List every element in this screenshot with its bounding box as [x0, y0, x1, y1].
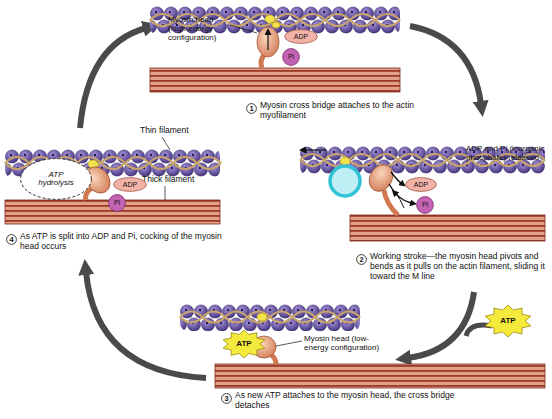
process-ellipse: ATP hydrolysis — [20, 158, 92, 200]
node-shape — [109, 195, 126, 212]
node-text: ADP — [294, 33, 308, 40]
dashed-ellipse — [21, 159, 92, 200]
adp-oval: ADP — [405, 177, 437, 192]
troponin — [340, 157, 350, 165]
node-shape — [247, 104, 257, 114]
node-shape — [283, 49, 300, 66]
node-text: ATP hydrolysis — [20, 171, 92, 188]
adp-oval: ADP — [113, 177, 147, 192]
cycle-arrow — [80, 28, 146, 128]
node-text: Pi — [288, 53, 294, 60]
step-caption: Myosin cross bridge attaches to the acti… — [260, 101, 432, 121]
circle-node: Pi — [416, 196, 434, 214]
callout-number: 4 — [9, 236, 13, 244]
node-text: Pi — [422, 201, 428, 208]
thick-filament — [150, 68, 400, 92]
thick-filament — [350, 215, 545, 241]
tropomyosin-strand — [180, 312, 360, 323]
part-label: ADP and Pi (inorganic phosphate) release… — [466, 144, 548, 162]
callout-number: 3 — [224, 395, 228, 403]
cycle-arrow — [410, 26, 481, 104]
step-caption: Working stroke—the myosin head pivots an… — [370, 252, 550, 281]
callout-number: 2 — [359, 256, 363, 264]
actin-beads — [180, 303, 360, 331]
adp-oval: ADP — [284, 29, 318, 44]
node-shape — [222, 394, 232, 404]
node-shape — [7, 235, 17, 245]
atp-star — [223, 330, 265, 358]
step-caption: As ATP is split into ADP and Pi, cocking… — [20, 232, 225, 252]
circle-node: 3 — [221, 393, 232, 404]
highlight-circle — [330, 166, 360, 196]
circle-node: Pi — [108, 194, 126, 212]
node-text: ATP — [500, 317, 515, 325]
node-shape — [406, 178, 437, 192]
atp-burst: ATP — [484, 305, 532, 337]
circle-node: Pi — [282, 48, 300, 66]
atp-burst: ATP — [222, 330, 266, 358]
leader-line — [230, 25, 257, 33]
pivot-arrow — [396, 194, 404, 208]
troponin — [257, 313, 267, 321]
leader-line — [162, 137, 170, 150]
circle-node: 4 — [6, 234, 17, 245]
sliding-arrow — [305, 149, 326, 150]
callout-number: 1 — [249, 105, 253, 113]
thin-filament — [180, 303, 360, 331]
node-text: Pi — [114, 199, 120, 206]
leader-line — [276, 341, 302, 346]
atp-star — [485, 305, 531, 337]
cycle-arrow — [408, 292, 474, 358]
thick-filament — [215, 364, 545, 388]
troponin — [265, 15, 275, 23]
step-caption: As new ATP attaches to the myosin head, … — [235, 391, 467, 411]
node-text: ADP — [123, 181, 137, 188]
release-arrow — [391, 172, 401, 183]
part-label: Thick filament — [142, 175, 222, 185]
node-text: ADP — [414, 181, 428, 188]
pivot-arrow — [267, 34, 268, 50]
myosin-head — [257, 27, 279, 57]
leader-line — [165, 186, 166, 200]
circle-node: 1 — [246, 103, 257, 114]
troponin — [272, 22, 280, 28]
part-label: Myosin head (high-energy configuration) — [168, 15, 230, 43]
part-label: Thin filament — [140, 126, 220, 136]
tropomyosin-strand — [180, 312, 360, 323]
node-shape — [357, 255, 367, 265]
node-shape — [114, 178, 147, 192]
node-text: ATP — [236, 340, 251, 348]
part-label: Myosin head (low-energy configuration) — [304, 334, 388, 352]
circle-node: 2 — [356, 254, 367, 265]
node-shape — [417, 197, 434, 214]
node-shape — [285, 30, 318, 44]
